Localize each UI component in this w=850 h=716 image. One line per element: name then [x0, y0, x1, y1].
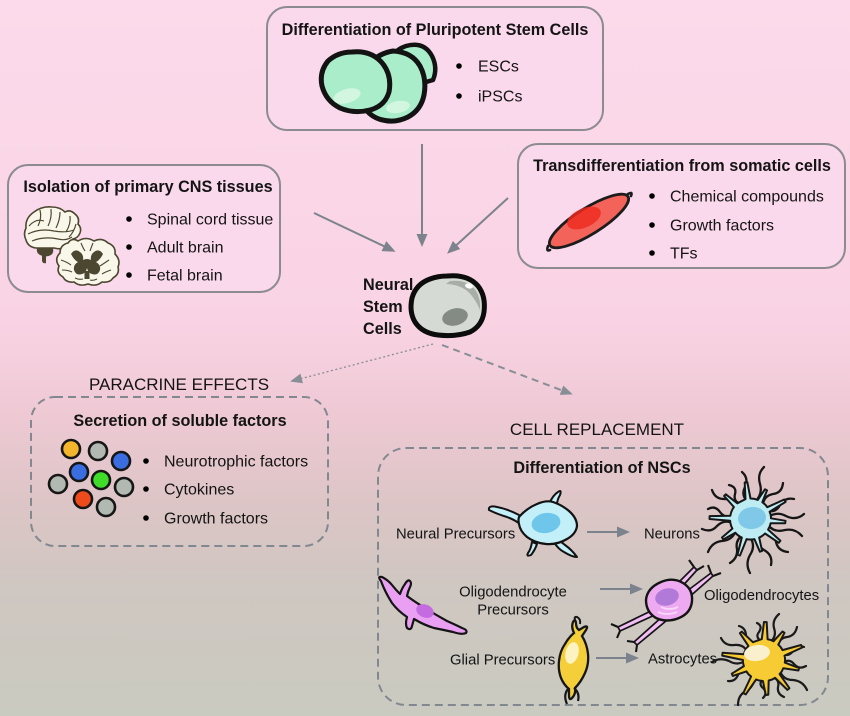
svg-text:Differentiation of NSCs: Differentiation of NSCs — [513, 459, 690, 477]
svg-text:Precursors: Precursors — [477, 603, 549, 619]
svg-text:Neural Precursors: Neural Precursors — [396, 527, 515, 543]
svg-text:Oligodendrocyte: Oligodendrocyte — [459, 585, 567, 601]
svg-text:iPSCs: iPSCs — [478, 89, 522, 106]
svg-text:CELL REPLACEMENT: CELL REPLACEMENT — [510, 420, 684, 439]
svg-text:Differentiation of Pluripotent: Differentiation of Pluripotent Stem Cell… — [282, 21, 589, 39]
svg-text:Transdifferentiation from soma: Transdifferentiation from somatic cells — [533, 157, 831, 175]
svg-text:TFs: TFs — [670, 246, 698, 263]
svg-text:Spinal cord tissue: Spinal cord tissue — [147, 212, 273, 229]
svg-text:PARACRINE EFFECTS: PARACRINE EFFECTS — [89, 375, 269, 394]
svg-text:Growth factors: Growth factors — [164, 511, 268, 528]
svg-text:Neurotrophic factors: Neurotrophic factors — [164, 454, 308, 471]
svg-text:Stem: Stem — [363, 298, 403, 316]
svg-text:Neurons: Neurons — [644, 527, 700, 543]
svg-text:Isolation of primary CNS tissu: Isolation of primary CNS tissues — [23, 178, 272, 196]
svg-text:Growth factors: Growth factors — [670, 218, 774, 235]
svg-text:Glial Precursors: Glial Precursors — [450, 653, 555, 669]
svg-text:Cytokines: Cytokines — [164, 482, 234, 499]
svg-text:ESCs: ESCs — [478, 59, 519, 76]
svg-text:Neural: Neural — [363, 276, 413, 294]
svg-text:Fetal brain: Fetal brain — [147, 268, 223, 285]
svg-text:Chemical compounds: Chemical compounds — [670, 189, 824, 206]
svg-text:Adult brain: Adult brain — [147, 240, 224, 257]
svg-text:Astrocytes: Astrocytes — [648, 652, 717, 668]
svg-text:Secretion of soluble factors: Secretion of soluble factors — [73, 412, 286, 430]
svg-text:Cells: Cells — [363, 320, 402, 338]
svg-text:Oligodendrocytes: Oligodendrocytes — [704, 588, 819, 604]
